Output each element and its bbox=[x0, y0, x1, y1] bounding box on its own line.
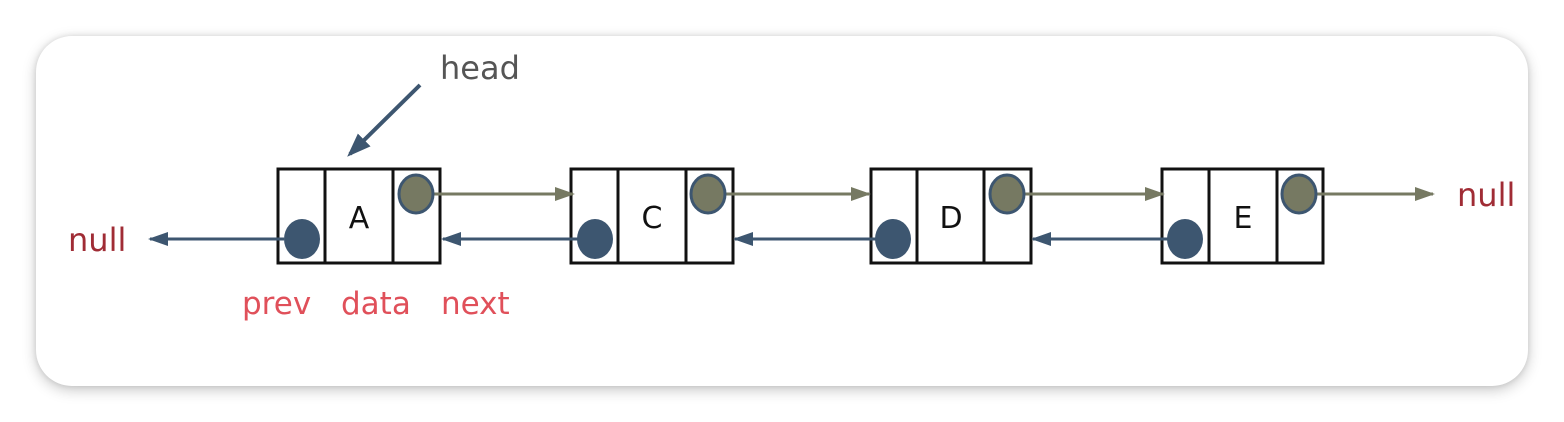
node-data-label: A bbox=[349, 201, 370, 236]
prev-pointer-dot bbox=[875, 219, 911, 259]
next-pointer-dot bbox=[689, 173, 727, 215]
node-data-label: D bbox=[939, 201, 962, 236]
prev-pointer-dot bbox=[284, 219, 320, 259]
field-label-next: next bbox=[441, 286, 510, 322]
prev-pointer-dot bbox=[1167, 219, 1203, 259]
null-right-label: null bbox=[1457, 176, 1515, 214]
next-pointer-dot bbox=[397, 173, 435, 215]
head-arrow bbox=[347, 83, 422, 157]
next-pointer-dot bbox=[988, 173, 1026, 215]
node-data-label: C bbox=[642, 201, 663, 236]
field-label-prev: prev bbox=[242, 286, 311, 322]
field-label-data: data bbox=[341, 286, 411, 322]
head-label: head bbox=[440, 49, 520, 87]
next-pointer-dot bbox=[1280, 173, 1318, 215]
null-left-label: null bbox=[68, 221, 126, 259]
prev-pointer-dot bbox=[577, 219, 613, 259]
node-data-label: E bbox=[1234, 201, 1253, 236]
